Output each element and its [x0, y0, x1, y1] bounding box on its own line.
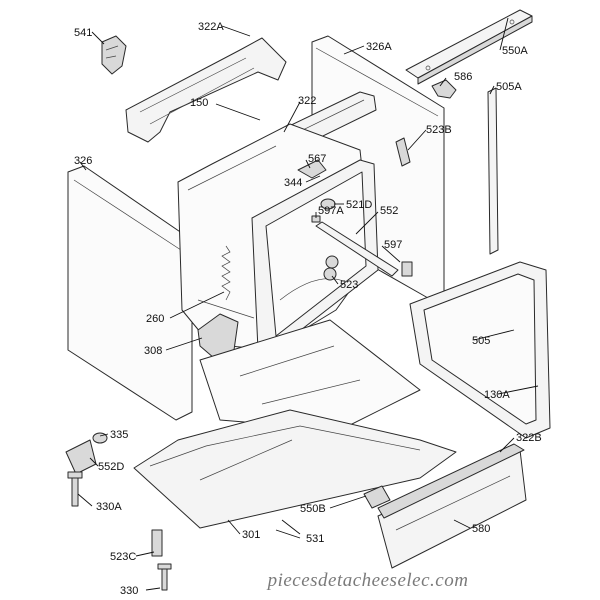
hinge-567: [297, 159, 327, 179]
label-330: 330: [120, 585, 138, 597]
label-550a: 550A: [502, 45, 528, 57]
top-bracket-322a: [125, 37, 287, 143]
door-seal-505: [409, 261, 551, 439]
drip-tray-301: [133, 409, 457, 529]
label-521d: 521D: [346, 199, 372, 211]
seal-strip-505a: [487, 87, 499, 255]
clip-597: [401, 261, 413, 277]
cable-531: [281, 519, 301, 535]
label-260: 260: [146, 313, 164, 325]
foot-523c: [151, 529, 163, 557]
kickplate-580: [377, 443, 527, 569]
label-130a: 130A: [484, 389, 510, 401]
label-308: 308: [144, 345, 162, 357]
label-326a: 326A: [366, 41, 392, 53]
leader-lines: [77, 17, 539, 591]
screw-330: [157, 563, 172, 591]
screw-330a: [67, 471, 83, 507]
vent-523b: [395, 137, 411, 167]
foot-552d: [65, 439, 97, 475]
label-541: 541: [74, 27, 92, 39]
label-523b: 523B: [426, 124, 452, 136]
label-322b: 322B: [516, 432, 542, 444]
label-330a: 330A: [96, 501, 122, 513]
base-frame-130a: [199, 319, 421, 431]
rail-bar-552: [315, 221, 399, 277]
spring-260: [221, 245, 231, 301]
label-301: 301: [242, 529, 260, 541]
label-335: 335: [110, 429, 128, 441]
bracket-550b: [363, 485, 391, 509]
label-597: 597: [384, 239, 402, 251]
label-505: 505: [472, 335, 490, 347]
label-523c: 523C: [110, 551, 136, 563]
bracket-586: [431, 79, 457, 99]
label-344: 344: [284, 177, 302, 189]
label-552: 552: [380, 205, 398, 217]
label-531: 531: [306, 533, 324, 545]
label-580: 580: [472, 523, 490, 535]
label-150: 150: [190, 97, 208, 109]
label-552d: 552D: [98, 461, 124, 473]
label-586: 586: [454, 71, 472, 83]
watermark: piecesdetacheeselec.com: [266, 570, 469, 591]
label-326: 326: [74, 155, 92, 167]
side-panel-326: [67, 165, 193, 421]
label-322a: 322A: [198, 21, 224, 33]
label-523: 523: [340, 279, 358, 291]
door-frame: [251, 159, 379, 355]
label-597a: 597A: [318, 205, 344, 217]
clip-541: [101, 35, 127, 75]
label-567: 567: [308, 153, 326, 165]
label-505a: 505A: [496, 81, 522, 93]
label-550b: 550B: [300, 503, 326, 515]
label-322: 322: [298, 95, 316, 107]
part-labels: 541 322A 326A 550A 586 505A 150 322 523B…: [74, 21, 542, 597]
top-rail-550a: [405, 9, 533, 85]
